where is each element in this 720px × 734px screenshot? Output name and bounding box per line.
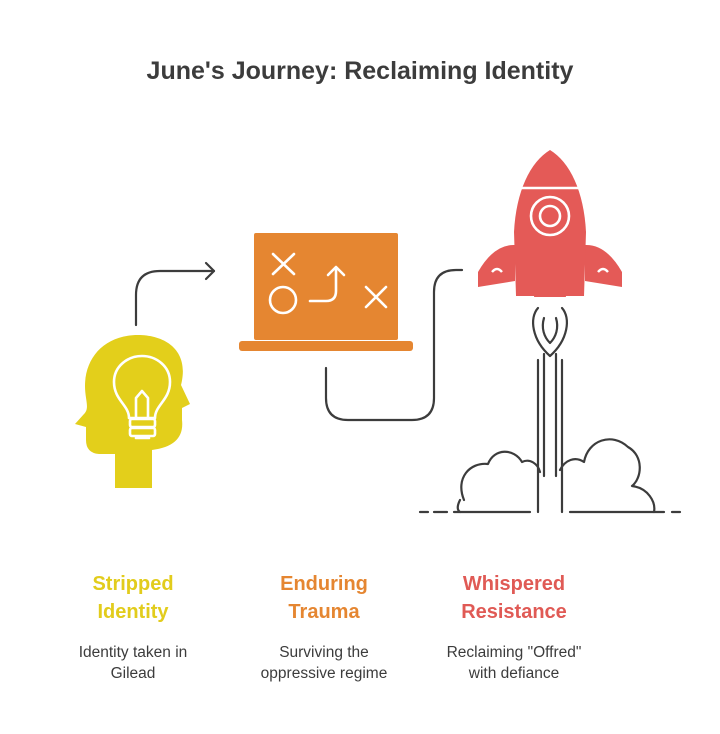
connector-arrow-1	[134, 261, 216, 327]
step-title: Whispered Resistance	[461, 573, 567, 623]
lightbulb-head-icon	[75, 335, 190, 488]
rocket-launch-icon	[418, 150, 682, 514]
strategy-board-icon	[239, 233, 413, 351]
step-title: Stripped Identity	[92, 573, 174, 623]
step-title: Enduring Trauma	[280, 573, 368, 623]
step-description: Identity taken in Gilead	[78, 644, 188, 682]
page-title: June's Journey: Reclaiming Identity	[146, 57, 574, 85]
step-stripped-identity: Stripped Identity Identity taken in Gile…	[33, 570, 233, 684]
step-description: Reclaiming "Offred" with defiance	[446, 644, 582, 682]
step-description: Surviving the oppressive regime	[260, 644, 388, 682]
step-enduring-trauma: Enduring Trauma Surviving the oppressive…	[224, 570, 424, 684]
step-whispered-resistance: Whispered Resistance Reclaiming "Offred"…	[414, 570, 614, 684]
connector-line-2	[324, 268, 464, 422]
